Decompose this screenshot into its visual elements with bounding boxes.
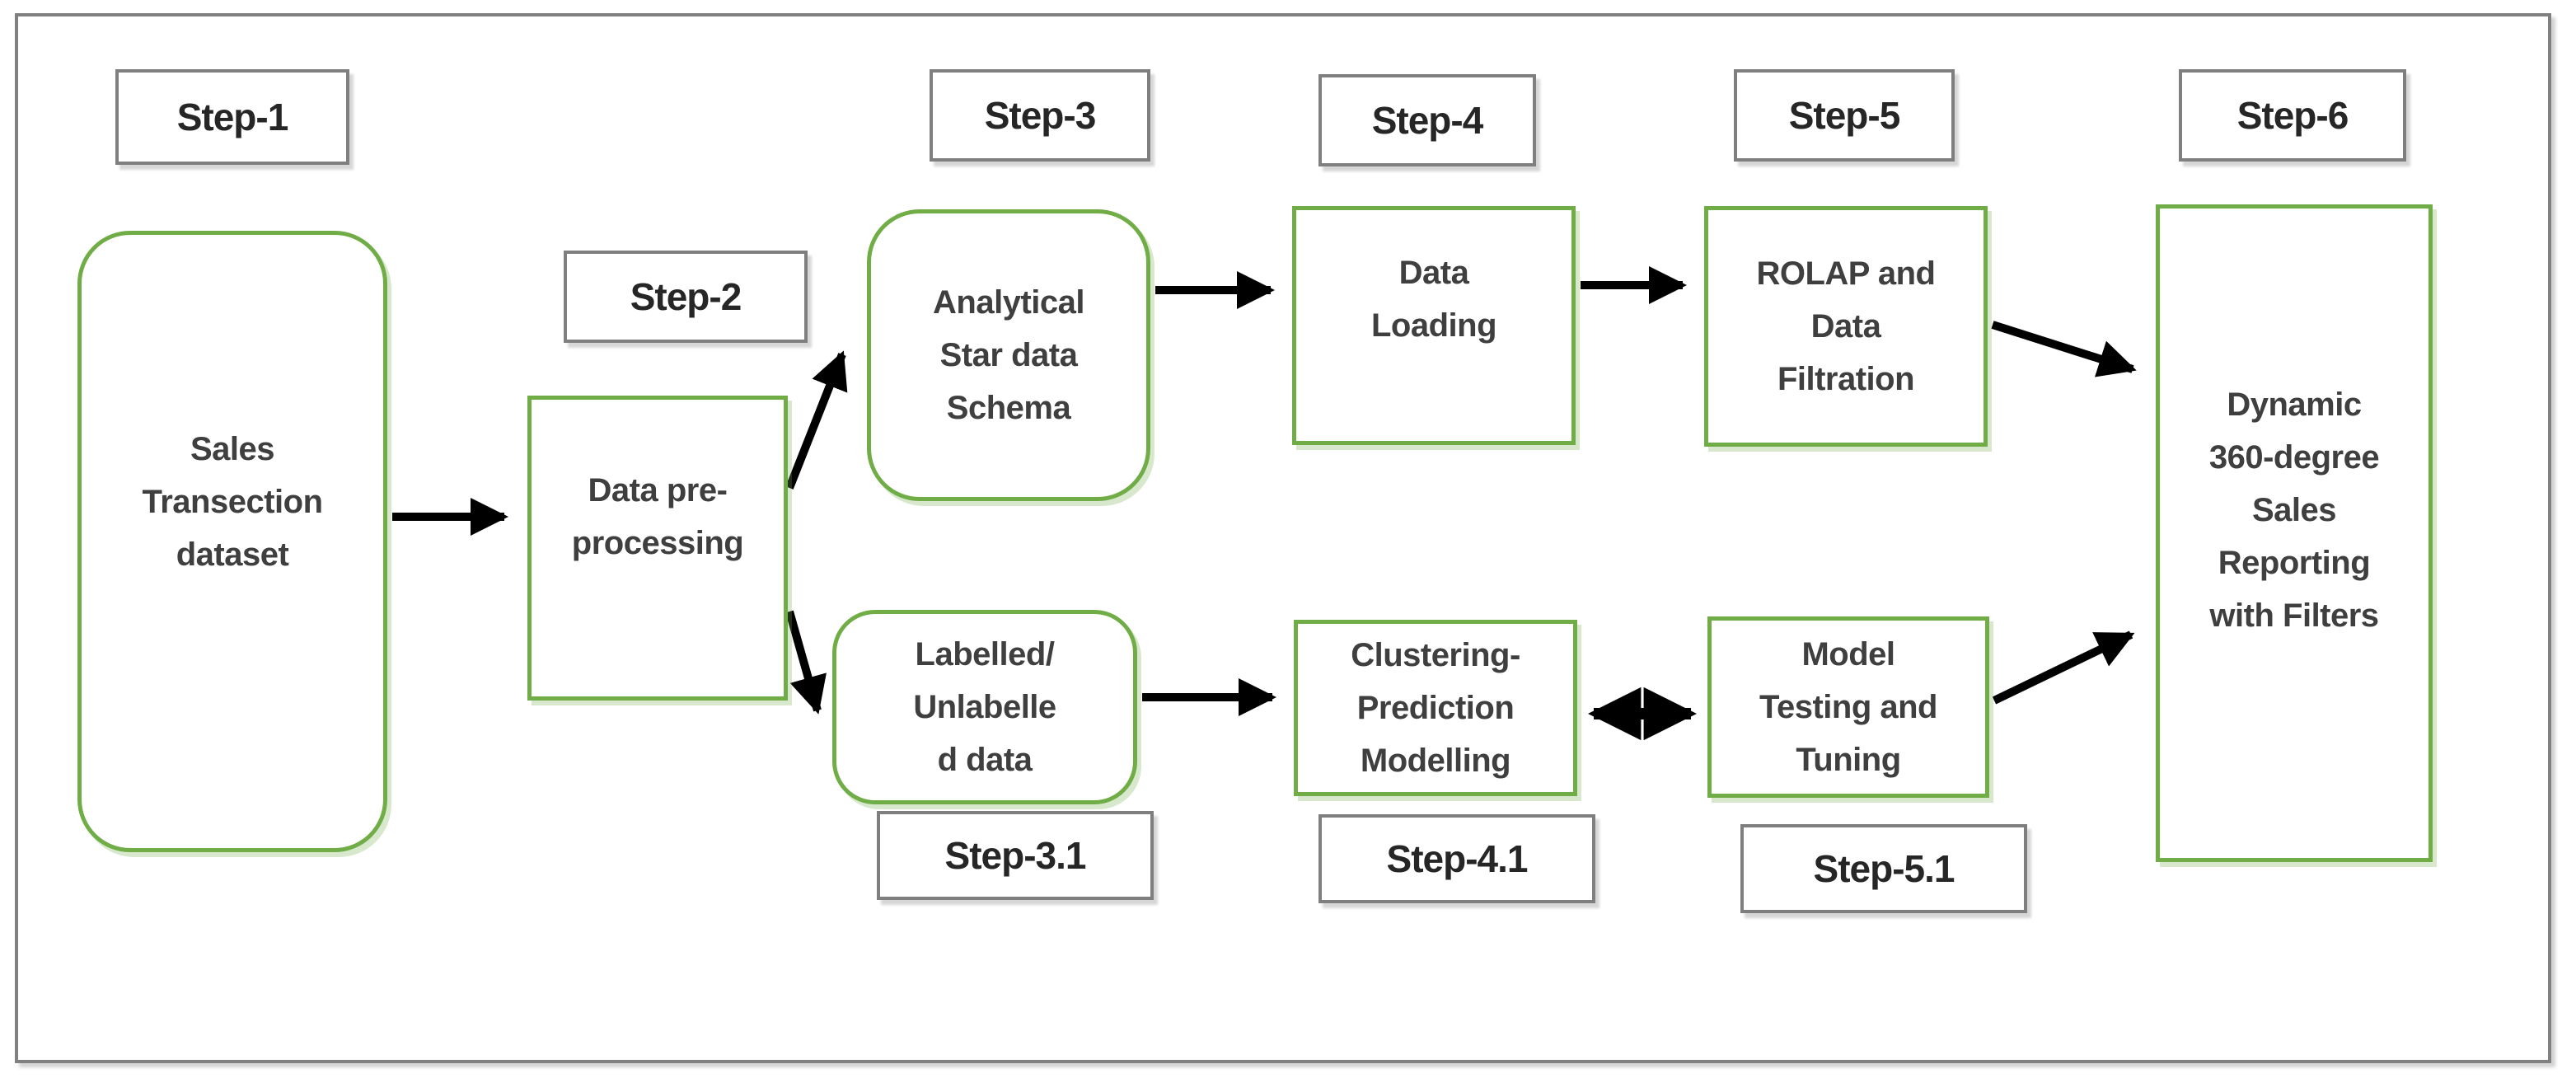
arrow-rolap-to-dynamic: [1991, 321, 2137, 377]
step-tag-6: Step-6: [2179, 69, 2406, 162]
node-data-loading: Data Loading: [1292, 206, 1576, 445]
node-model-testing-tuning: Model Testing and Tuning: [1707, 616, 1989, 798]
step-tag-3-1: Step-3.1: [877, 811, 1154, 900]
step-tag-4: Step-4: [1318, 74, 1536, 166]
node-data-preprocessing: Data pre- processing: [527, 396, 788, 701]
step-tag-2: Step-2: [564, 251, 808, 343]
step-tag-5-1: Step-5.1: [1740, 824, 2027, 913]
step-tag-4-1: Step-4.1: [1318, 814, 1595, 903]
step-tag-5: Step-5: [1734, 69, 1955, 162]
node-dynamic-sales-reporting: Dynamic 360-degree Sales Reporting with …: [2156, 204, 2433, 862]
node-sales-dataset: Sales Transection dataset: [77, 231, 387, 852]
node-labelled-unlabelled-data: Labelled/ Unlabelle d data: [832, 610, 1137, 804]
arrow-preprocessing-to-analytical: [785, 350, 848, 490]
arrow-preprocessing-to-labelled: [785, 610, 827, 715]
node-clustering-prediction-modelling: Clustering- Prediction Modelling: [1294, 620, 1577, 796]
node-rolap-data-filtration: ROLAP and Data Filtration: [1704, 206, 1988, 447]
arrow-model-to-dynamic: [1992, 630, 2135, 705]
node-analytical-star-schema: Analytical Star data Schema: [867, 209, 1150, 501]
step-tag-3: Step-3: [930, 69, 1150, 162]
diagram-outer-border: [15, 13, 2551, 1063]
step-tag-1: Step-1: [115, 69, 349, 165]
